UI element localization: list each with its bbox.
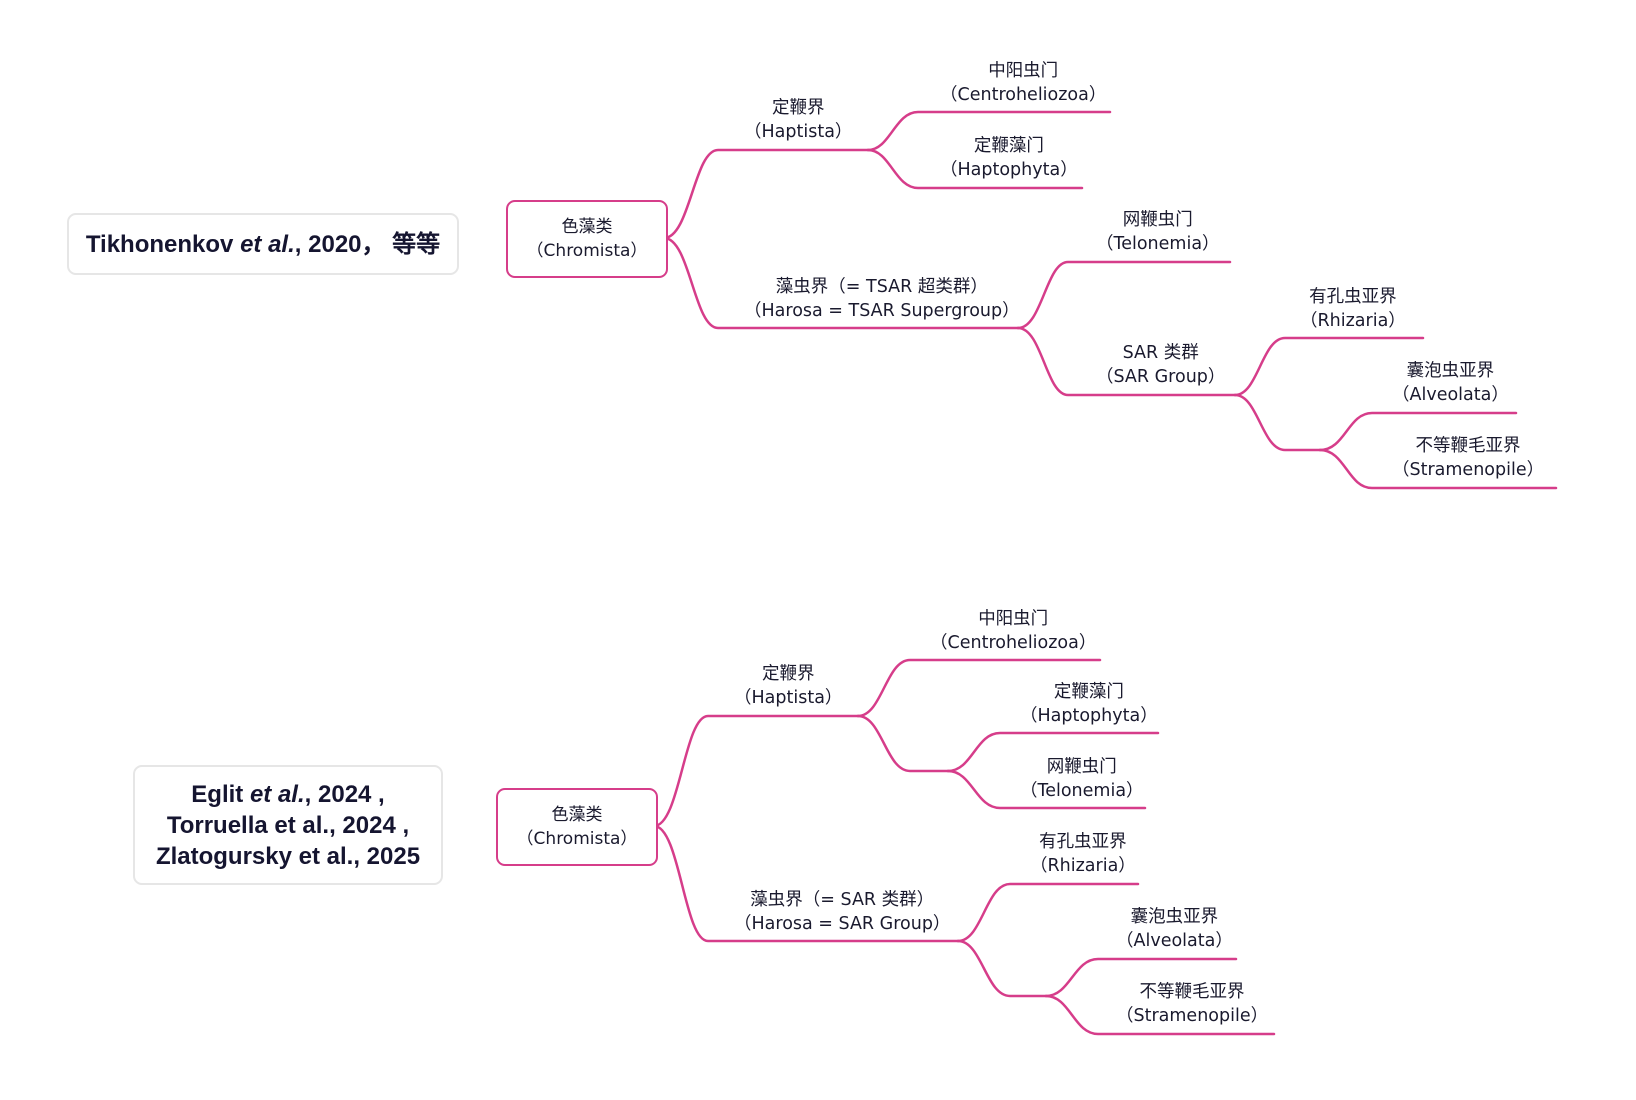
node-en-label: （SAR Group） bbox=[1096, 367, 1226, 387]
citation-rest: , 2020， 等等 bbox=[294, 230, 441, 258]
citation-author: Eglit bbox=[191, 780, 244, 808]
branch-harosa-to-telonemia bbox=[1016, 260, 1232, 330]
node-en-label: （Rhizaria） bbox=[1030, 856, 1136, 876]
node-cn-label: 囊泡虫亚界 bbox=[1406, 361, 1495, 381]
node-cn-label: 定鞭藻门 bbox=[1053, 682, 1124, 702]
branch-to-stramenopile bbox=[1318, 448, 1558, 490]
node-rhizaria: 有孔虫亚界 （Rhizaria） bbox=[1300, 285, 1406, 333]
branch-chromista-to-haptista bbox=[662, 148, 870, 240]
branch-sar-to-alveolata-stramenopile bbox=[1233, 393, 1322, 452]
citation-rest: et al., 2025 bbox=[298, 842, 421, 870]
branch-haptista-to-centroheliozoa-2 bbox=[856, 658, 1102, 718]
node-en-label: （Harosa = SAR Group） bbox=[734, 914, 951, 934]
node-haptophyta: 定鞭藻门 （Haptophyta） bbox=[1020, 680, 1158, 728]
branch-harosa-to-sar bbox=[1016, 326, 1237, 397]
branch-to-alveolata bbox=[1318, 411, 1518, 452]
node-en-label: （Haptophyta） bbox=[1020, 706, 1158, 726]
citation-line: Zlatogursky et al., 2025 bbox=[156, 841, 420, 872]
node-haptophyta: 定鞭藻门 （Haptophyta） bbox=[940, 134, 1078, 182]
node-cn-label: 色藻类 bbox=[561, 217, 613, 237]
node-en-label: （Rhizaria） bbox=[1300, 311, 1406, 331]
node-cn-label: SAR 类群 bbox=[1122, 343, 1199, 363]
node-alveolata: 囊泡虫亚界 （Alveolata） bbox=[1392, 359, 1509, 407]
node-en-label: （Harosa = TSAR Supergroup） bbox=[744, 301, 1020, 321]
node-stramenopile: 不等鞭毛亚界 （Stramenopile） bbox=[1392, 434, 1544, 482]
root-node-chromista: 色藻类 （Chromista） bbox=[506, 200, 668, 278]
node-cn-label: 定鞭藻门 bbox=[973, 136, 1044, 156]
node-cn-label: 囊泡虫亚界 bbox=[1130, 907, 1219, 927]
citation-line: Torruella et al., 2024 , bbox=[167, 810, 409, 841]
node-en-label: （Telonemia） bbox=[1096, 234, 1220, 254]
node-harosa: 藻虫界（= SAR 类群） （Harosa = SAR Group） bbox=[734, 888, 950, 936]
branch-chromista-to-harosa bbox=[662, 236, 1020, 330]
node-cn-label: 有孔虫亚界 bbox=[1309, 287, 1397, 307]
node-rhizaria: 有孔虫亚界 （Rhizaria） bbox=[1030, 830, 1136, 878]
root-node-chromista: 色藻类 （Chromista） bbox=[496, 788, 658, 866]
node-cn-label: 定鞭界 bbox=[761, 664, 815, 684]
citation-etal: et al. bbox=[240, 230, 295, 258]
node-en-label: （Alveolata） bbox=[1116, 931, 1233, 951]
source-citation-1: Tikhonenkov et al., 2020， 等等 bbox=[67, 213, 459, 275]
node-en-label: （Haptista） bbox=[744, 122, 853, 142]
node-cn-label: 中阳虫门 bbox=[978, 609, 1049, 629]
node-cn-label: 色藻类 bbox=[551, 805, 603, 825]
node-en-label: （Haptista） bbox=[734, 688, 843, 708]
node-en-label: （Chromista） bbox=[526, 241, 648, 261]
node-haptista: 定鞭界 （Haptista） bbox=[744, 96, 852, 144]
node-en-label: （Haptophyta） bbox=[940, 160, 1078, 180]
node-haptista: 定鞭界 （Haptista） bbox=[734, 662, 842, 710]
node-cn-label: 不等鞭毛亚界 bbox=[1415, 436, 1521, 456]
citation-author: Tikhonenkov bbox=[85, 230, 234, 258]
node-centroheliozoa: 中阳虫门 （Centroheliozoa） bbox=[930, 607, 1096, 655]
node-cn-label: 不等鞭毛亚界 bbox=[1139, 982, 1245, 1002]
node-telonemia: 网鞭虫门 （Telonemia） bbox=[1020, 755, 1144, 803]
branch-harosa-to-rhizaria-2 bbox=[956, 882, 1140, 943]
node-en-label: （Centroheliozoa） bbox=[930, 633, 1097, 653]
branch-haptista-to-subgroup-2 bbox=[856, 714, 950, 773]
citation-rest: , 2024 , bbox=[304, 780, 385, 808]
node-telonemia: 网鞭虫门 （Telonemia） bbox=[1096, 208, 1220, 256]
branch-to-haptophyta-2 bbox=[946, 731, 1160, 773]
citation-line: Eglit et al., 2024 , bbox=[191, 779, 384, 810]
node-en-label: （Stramenopile） bbox=[1392, 460, 1545, 480]
branch-to-alveolata-2 bbox=[1044, 957, 1238, 998]
node-alveolata: 囊泡虫亚界 （Alveolata） bbox=[1116, 905, 1233, 953]
citation-line: Tikhonenkov et al., 2020， 等等 bbox=[86, 229, 440, 260]
node-en-label: （Centroheliozoa） bbox=[940, 85, 1107, 105]
citation-author: Zlatogursky bbox=[155, 842, 292, 870]
branch-chromista-to-harosa-2 bbox=[652, 824, 960, 943]
node-harosa: 藻虫界（= TSAR 超类群） （Harosa = TSAR Supergrou… bbox=[744, 275, 1020, 323]
node-en-label: （Alveolata） bbox=[1392, 385, 1509, 405]
citation-author: Torruella bbox=[166, 811, 268, 839]
diagram-2-connectors bbox=[652, 658, 1276, 1036]
node-cn-label: 有孔虫亚界 bbox=[1039, 832, 1127, 852]
branch-to-telonemia-2 bbox=[946, 769, 1147, 810]
node-stramenopile: 不等鞭毛亚界 （Stramenopile） bbox=[1116, 980, 1268, 1028]
node-en-label: （Stramenopile） bbox=[1116, 1006, 1269, 1026]
node-cn-label: 网鞭虫门 bbox=[1122, 210, 1193, 230]
node-cn-label: 中阳虫门 bbox=[988, 61, 1059, 81]
branch-to-stramenopile-2 bbox=[1044, 994, 1276, 1036]
node-cn-label: 网鞭虫门 bbox=[1046, 757, 1117, 777]
source-citation-2: Eglit et al., 2024 , Torruella et al., 2… bbox=[133, 765, 443, 885]
branch-chromista-to-haptista-2 bbox=[652, 714, 860, 828]
node-cn-label: 定鞭界 bbox=[771, 98, 825, 118]
node-sar-group: SAR 类群 （SAR Group） bbox=[1096, 341, 1225, 389]
node-centroheliozoa: 中阳虫门 （Centroheliozoa） bbox=[940, 59, 1106, 107]
node-cn-label: 藻虫界（= TSAR 超类群） bbox=[775, 277, 988, 297]
node-cn-label: 藻虫界（= SAR 类群） bbox=[750, 890, 935, 910]
node-en-label: （Chromista） bbox=[516, 829, 638, 849]
branch-harosa-to-subgroup-2 bbox=[956, 939, 1048, 998]
citation-rest: et al., 2024 , bbox=[274, 811, 410, 839]
branch-sar-to-rhizaria bbox=[1233, 336, 1425, 397]
node-en-label: （Telonemia） bbox=[1020, 781, 1144, 801]
citation-etal: et al. bbox=[249, 780, 305, 808]
branch-haptista-to-haptophyta bbox=[866, 148, 1084, 190]
diagram-1-connectors bbox=[662, 110, 1558, 490]
branch-haptista-to-centroheliozoa bbox=[866, 110, 1112, 152]
